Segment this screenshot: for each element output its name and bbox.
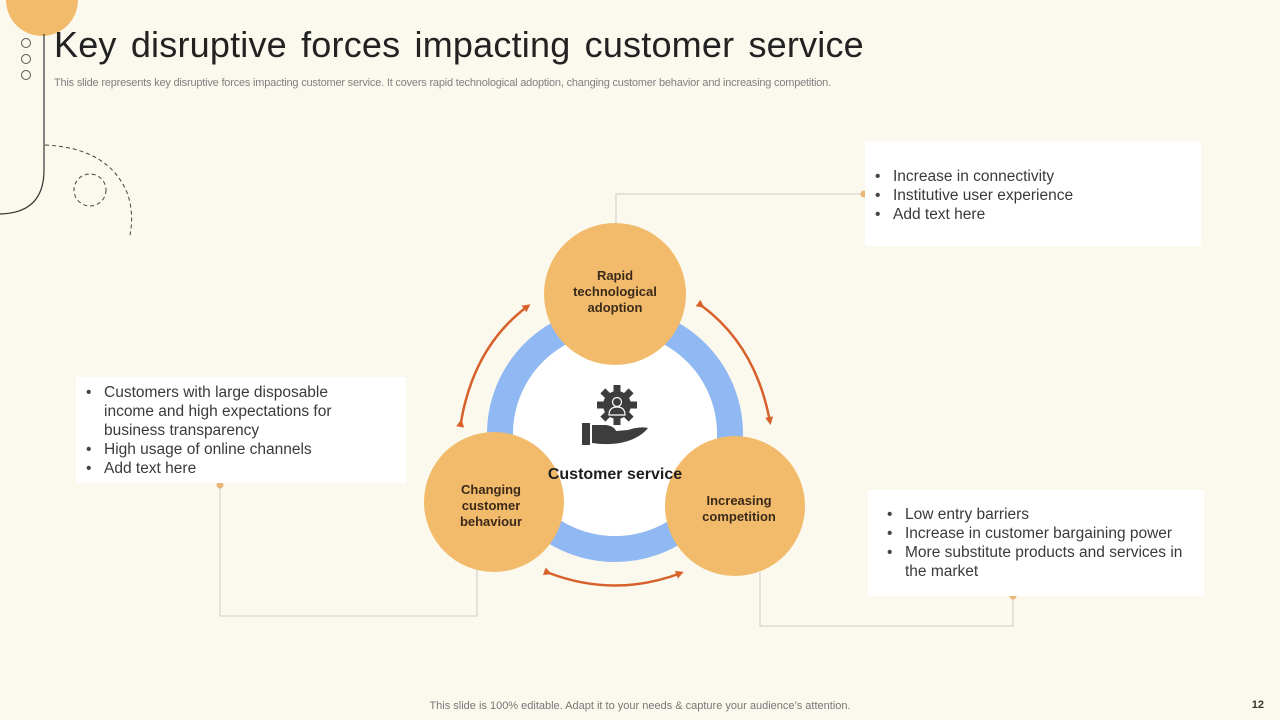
list-item: Low entry barriers xyxy=(868,505,1204,524)
node-label-line: Rapid xyxy=(596,268,634,283)
node-circle-top[interactable] xyxy=(544,223,686,365)
slide-title: Key disruptive forces impacting customer… xyxy=(54,24,864,65)
center-label: Customer service xyxy=(547,466,683,483)
card-left-list: Customers with large disposable income a… xyxy=(76,377,406,478)
node-circle-right[interactable] xyxy=(665,436,805,576)
connector-top xyxy=(615,193,864,224)
deco-orange-circle xyxy=(6,0,78,36)
node-label-top: Rapid technological adoption xyxy=(555,268,675,316)
card-left: Customers with large disposable income a… xyxy=(76,377,406,483)
page-number: 12 xyxy=(1251,699,1264,711)
list-item: Increase in customer bargaining power xyxy=(868,524,1204,543)
node-label-left: Changing customer behaviour xyxy=(431,482,551,530)
list-item: High usage of online channels xyxy=(76,440,406,459)
arrow-left-right xyxy=(542,567,684,587)
node-label-line: behaviour xyxy=(459,514,523,529)
deco-ring-2 xyxy=(21,54,31,64)
deco-curve-line xyxy=(0,34,45,215)
list-item: Institutive user experience xyxy=(865,186,1201,205)
card-bottom: Low entry barriers Increase in customer … xyxy=(868,490,1204,596)
card-bottom-list: Low entry barriers Increase in customer … xyxy=(868,490,1204,581)
card-top-list: Increase in connectivity Institutive use… xyxy=(865,141,1201,224)
node-label-line: adoption xyxy=(587,300,643,315)
connector-left xyxy=(219,485,478,617)
node-label-line: Changing xyxy=(461,482,521,497)
slide-subtitle: This slide represents key disruptive for… xyxy=(54,77,831,89)
list-item: Add text here xyxy=(76,459,406,478)
node-label-line: Increasing xyxy=(706,493,772,508)
node-circle-left[interactable] xyxy=(424,432,564,572)
node-label-right: Increasing competition xyxy=(679,493,799,525)
list-item: More substitute products and services in… xyxy=(868,543,1204,581)
connector-dot-left xyxy=(216,481,224,489)
arrow-left-top xyxy=(456,304,531,428)
node-label-line: customer xyxy=(461,498,521,513)
list-item: Add text here xyxy=(865,205,1201,224)
deco-ring-1 xyxy=(21,38,31,48)
card-top: Increase in connectivity Institutive use… xyxy=(865,141,1201,246)
node-label-line: competition xyxy=(702,509,776,524)
deco-ring-3 xyxy=(21,70,31,80)
list-item: Customers with large disposable income a… xyxy=(76,383,406,440)
connector-bottom xyxy=(759,572,1014,627)
hand-gear-person-icon xyxy=(582,385,648,445)
list-item: Increase in connectivity xyxy=(865,167,1201,186)
deco-dashed-circle xyxy=(73,173,107,207)
slide-footer: This slide is 100% editable. Adapt it to… xyxy=(429,700,851,712)
node-label-line: technological xyxy=(573,284,657,299)
arrow-top-right xyxy=(695,299,774,425)
deco-dashed-arc xyxy=(44,144,133,236)
